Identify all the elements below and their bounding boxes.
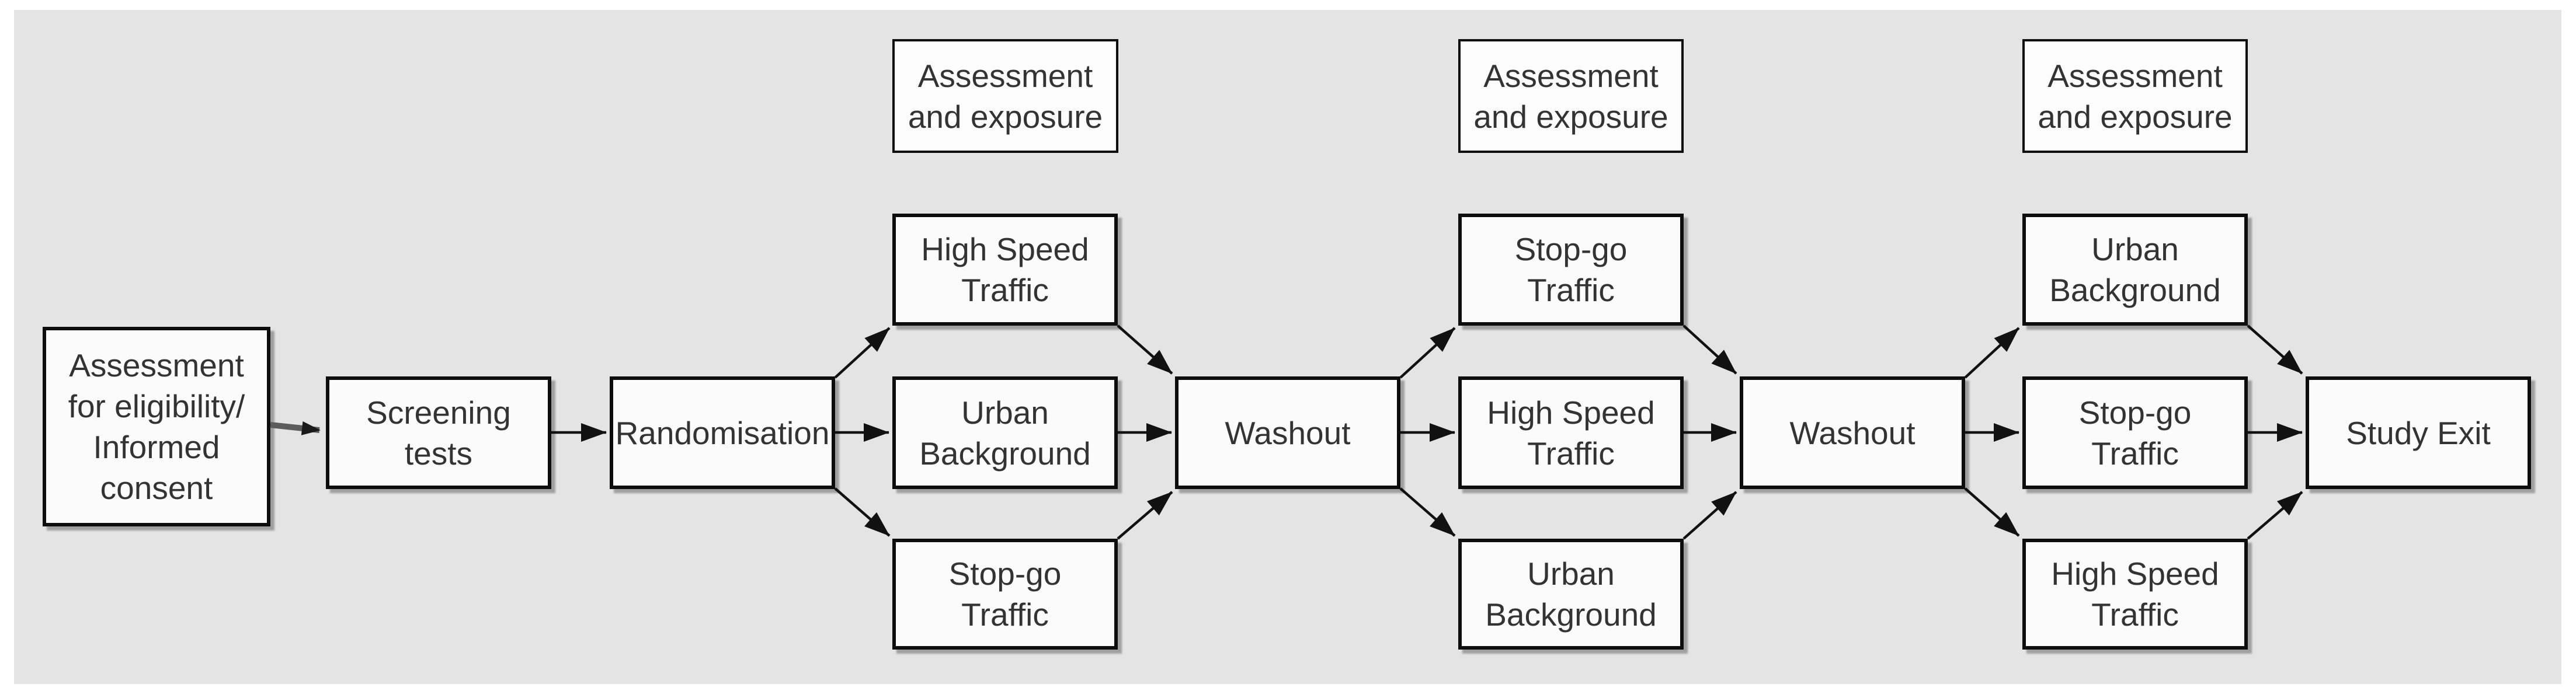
node-eligibility-consent: Assessment for eligibility/ Informed con…	[43, 327, 270, 526]
header-assessment-exposure-1: Assessment and exposure	[892, 39, 1118, 153]
node-period2-bottom-urban-background: Urban Background	[1458, 539, 1684, 650]
node-washout-2: Washout	[1740, 376, 1965, 489]
node-study-exit: Study Exit	[2306, 376, 2531, 489]
node-period1-top-high-speed-traffic: High Speed Traffic	[892, 214, 1118, 326]
node-washout-1: Washout	[1175, 376, 1400, 489]
node-period1-bottom-stop-go-traffic: Stop-go Traffic	[892, 539, 1118, 650]
node-randomisation: Randomisation	[610, 376, 835, 489]
node-screening-tests: Screening tests	[326, 376, 551, 489]
node-period2-top-stop-go-traffic: Stop-go Traffic	[1458, 214, 1684, 326]
node-period1-middle-urban-background: Urban Background	[892, 376, 1118, 489]
node-period2-middle-high-speed-traffic: High Speed Traffic	[1458, 376, 1684, 489]
node-period3-top-urban-background: Urban Background	[2022, 214, 2248, 326]
node-period3-bottom-high-speed-traffic: High Speed Traffic	[2022, 539, 2248, 650]
header-assessment-exposure-3: Assessment and exposure	[2022, 39, 2248, 153]
header-assessment-exposure-2: Assessment and exposure	[1458, 39, 1684, 153]
node-period3-middle-stop-go-traffic: Stop-go Traffic	[2022, 376, 2248, 489]
